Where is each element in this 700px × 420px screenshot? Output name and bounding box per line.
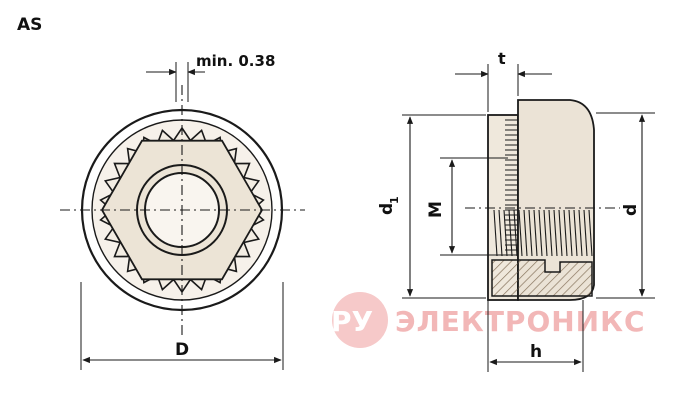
watermark-logo-circle <box>332 292 388 348</box>
watermark: РУ ЭЛЕКТРОНИКС <box>331 292 646 348</box>
thread-line <box>538 209 543 257</box>
thread-line <box>553 209 558 257</box>
thread-line <box>523 209 528 257</box>
thread-line <box>568 209 573 257</box>
d1-dimension-label: d <box>377 203 397 215</box>
thread-line <box>493 209 498 257</box>
d-dimension-label: d <box>621 204 641 216</box>
front-view <box>60 62 305 370</box>
thread-line <box>513 209 518 257</box>
thread-line <box>518 209 523 257</box>
thread-line <box>533 209 538 257</box>
watermark-logo-text: РУ <box>331 305 373 338</box>
thread-line <box>548 209 553 257</box>
M-dimension-label: M <box>426 201 446 218</box>
model-code-label: AS <box>17 15 42 35</box>
watermark-brand-text: ЭЛЕКТРОНИКС <box>395 305 646 338</box>
h-dimension-label: h <box>530 342 542 362</box>
min-dimension-label: min. 0.38 <box>196 52 275 70</box>
t-dimension-label: t <box>498 49 506 68</box>
D-dimension-label: D <box>175 340 189 360</box>
knurl-lines <box>505 119 518 256</box>
thread-line <box>528 209 533 257</box>
thread-line <box>563 209 568 257</box>
thread-line <box>498 209 503 257</box>
thread-lines <box>493 209 593 257</box>
thread-line <box>573 209 578 257</box>
d1-label-group: d 1 <box>377 196 401 215</box>
section-hatched <box>491 259 593 297</box>
d1-dimension-subscript: 1 <box>388 196 401 204</box>
thread-line <box>588 209 593 257</box>
thread-line <box>503 209 508 257</box>
thread-line <box>583 209 588 257</box>
thread-line <box>578 209 583 257</box>
thread-line <box>508 209 513 257</box>
thread-line <box>558 209 563 257</box>
side-view <box>402 64 655 372</box>
thread-line <box>543 209 548 257</box>
